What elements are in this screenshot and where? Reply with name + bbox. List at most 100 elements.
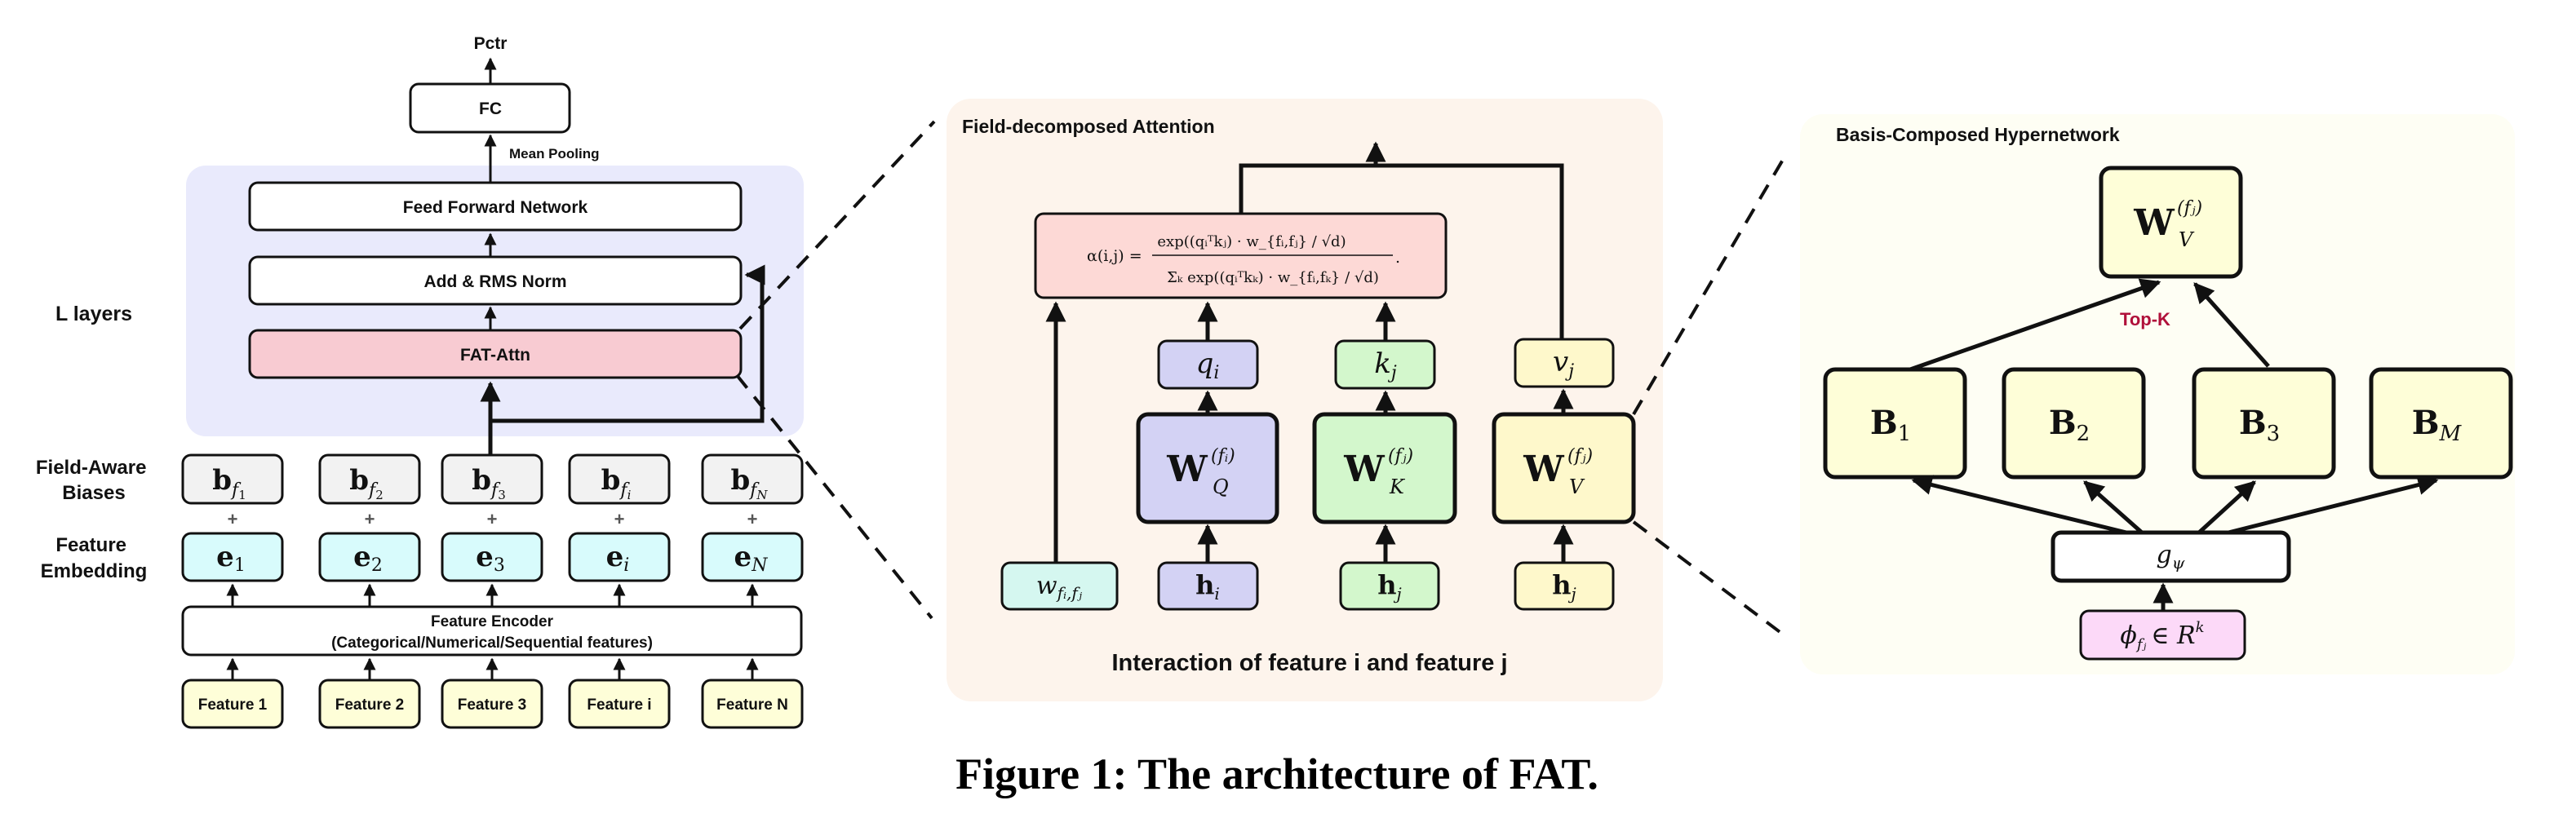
field-pair-weight-box bbox=[1000, 561, 1119, 611]
field-embedding-phi-box bbox=[2079, 609, 2246, 661]
wv-label: W bbox=[1523, 449, 1564, 490]
hj-key-label: hj bbox=[1377, 569, 1401, 604]
feature-embedding-label: ei bbox=[606, 541, 630, 576]
plus-sign: + bbox=[228, 509, 238, 529]
wv-box bbox=[1492, 412, 1636, 524]
raw-feature-label: Feature i bbox=[587, 696, 651, 714]
basis-matrix-box bbox=[2192, 367, 2336, 480]
wq-subscript: Q bbox=[1213, 475, 1229, 498]
wk-box bbox=[1312, 412, 1457, 524]
raw-feature-box bbox=[181, 679, 284, 729]
ffn-label: Feed Forward Network bbox=[403, 198, 588, 217]
wv-subscript: V bbox=[1569, 475, 1585, 498]
wk-subscript: K bbox=[1389, 475, 1406, 498]
hi-box bbox=[1157, 561, 1259, 611]
attention-output-connector bbox=[1239, 163, 1564, 339]
feature-embedding-label: Feature Embedding bbox=[41, 534, 148, 582]
field-bias-box bbox=[181, 453, 284, 505]
generator-label: gψ bbox=[2157, 541, 2185, 573]
attention-panel-title: Field-decomposed Attention bbox=[962, 116, 1215, 137]
feature-encoder-title: Feature Encoder bbox=[431, 613, 554, 630]
left-overall-model: Pctr FC Mean Pooling Feed Forward Networ… bbox=[36, 34, 804, 729]
hj-key-box bbox=[1339, 561, 1440, 611]
field-pair-weight-label: wfᵢ,fⱼ bbox=[1036, 572, 1083, 603]
raw-feature-box bbox=[441, 679, 543, 729]
l-layers-label: L layers bbox=[55, 303, 132, 325]
zoom-guide-lower-left bbox=[735, 374, 933, 620]
feature-embedding-label: e2 bbox=[353, 541, 383, 576]
pctr-output-label: Pctr bbox=[474, 34, 508, 53]
raw-feature-label: Feature 1 bbox=[198, 696, 268, 714]
residual-connection-arrow bbox=[490, 264, 765, 423]
formula-trailing-period: . bbox=[1395, 249, 1400, 267]
feature-embedding-label: e1 bbox=[216, 541, 246, 576]
formula-numerator: exp((qᵢᵀkⱼ) · w_{fᵢ,fⱼ} / √d) bbox=[1157, 233, 1346, 250]
feature-embedding-box bbox=[181, 532, 284, 582]
feature-embedding-label: eN bbox=[734, 541, 769, 576]
plus-sign: + bbox=[747, 509, 758, 529]
field-decomposed-attention-panel: Field-decomposed Attention α(i,j) = exp(… bbox=[947, 99, 1663, 701]
hj-value-label: hj bbox=[1552, 569, 1576, 604]
wv-superscript: (fⱼ) bbox=[1567, 446, 1593, 466]
feature-embedding-label: e3 bbox=[476, 541, 505, 576]
top-k-label: Top-K bbox=[2120, 309, 2170, 329]
formula-denominator: Σₖ exp((qᵢᵀkₖ) · w_{fᵢ,fₖ} / √d) bbox=[1167, 269, 1379, 286]
basis-matrix-box bbox=[1823, 367, 1967, 480]
g-to-b2-arrow bbox=[2083, 480, 2144, 534]
fat-attn-box bbox=[248, 329, 743, 379]
raw-feature-box bbox=[318, 679, 421, 729]
g-to-b1-arrow bbox=[1911, 475, 2127, 535]
generated-wv-subscript: V bbox=[2179, 228, 2195, 251]
field-bias-box bbox=[568, 453, 671, 505]
feature-embedding-box bbox=[701, 532, 804, 582]
b1-to-wv-arrow bbox=[1909, 278, 2161, 372]
zoom-guide-lower-right bbox=[1632, 520, 1787, 638]
fc-box bbox=[409, 82, 571, 134]
wk-superscript: (fⱼ) bbox=[1388, 446, 1413, 466]
basis-matrix-label: BM bbox=[2412, 404, 2463, 446]
generated-wv-label: W bbox=[2133, 202, 2175, 244]
wq-superscript: (fᵢ) bbox=[1211, 446, 1235, 466]
field-aware-biases-label: Field-Aware Biases bbox=[36, 457, 152, 504]
raw-feature-box bbox=[701, 679, 804, 729]
hi-label: hi bbox=[1195, 569, 1220, 604]
query-label: qi bbox=[1196, 347, 1220, 383]
feature-embedding-box bbox=[568, 532, 671, 582]
fat-attn-label: FAT-Attn bbox=[460, 346, 530, 365]
value-label: vj bbox=[1553, 346, 1574, 382]
formula-lhs: α(i,j) = bbox=[1087, 247, 1142, 265]
raw-feature-label: Feature 2 bbox=[335, 696, 404, 714]
plus-sign: + bbox=[487, 509, 498, 529]
generated-wv-superscript: (fⱼ) bbox=[2177, 198, 2202, 219]
query-box bbox=[1157, 339, 1259, 390]
basis-matrix-label: B3 bbox=[2239, 404, 2280, 446]
norm-label: Add & RMS Norm bbox=[424, 272, 567, 291]
zoom-guide-upper-right bbox=[1632, 153, 1788, 416]
hj-value-box bbox=[1514, 561, 1615, 611]
basis-matrix-label: B1 bbox=[1870, 404, 1911, 446]
key-label: kj bbox=[1374, 347, 1397, 383]
raw-feature-box bbox=[568, 679, 671, 729]
plus-sign: + bbox=[614, 509, 625, 529]
b3-to-wv-arrow bbox=[2193, 282, 2270, 368]
zoom-guide-upper-left bbox=[738, 120, 936, 330]
wk-label: W bbox=[1343, 449, 1385, 490]
fc-label: FC bbox=[479, 99, 502, 118]
field-bias-box bbox=[701, 453, 804, 505]
g-to-b3-arrow bbox=[2197, 480, 2256, 534]
feature-embedding-box bbox=[318, 532, 421, 582]
field-bias-box bbox=[441, 453, 543, 505]
generated-wv-box bbox=[2099, 166, 2243, 279]
hypernetwork-panel-background bbox=[1800, 114, 2515, 674]
key-box bbox=[1334, 339, 1436, 390]
basis-matrix-box bbox=[2002, 367, 2146, 480]
generator-box bbox=[2051, 530, 2291, 583]
field-bias-box bbox=[318, 453, 421, 505]
wq-box bbox=[1136, 412, 1279, 524]
wq-label: W bbox=[1166, 449, 1208, 490]
basis-matrix-box bbox=[2369, 367, 2513, 480]
interaction-caption: Interaction of feature i and feature j bbox=[1111, 650, 1507, 676]
g-to-bm-arrow bbox=[2228, 475, 2439, 535]
